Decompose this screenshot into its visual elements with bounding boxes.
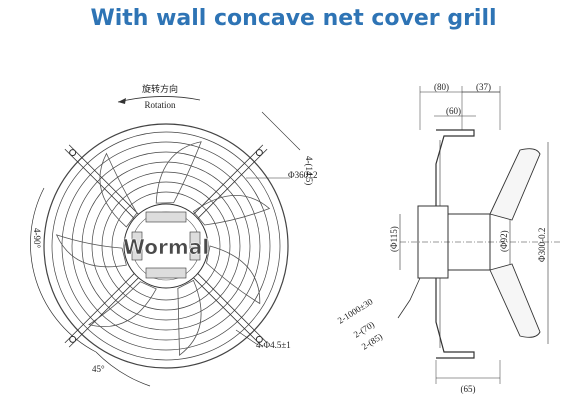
grill-ring: [71, 151, 261, 341]
dim-65: (65): [461, 384, 476, 394]
grill-ring: [43, 123, 289, 369]
grill-spoke: [68, 277, 139, 348]
angle-arc: [95, 351, 151, 387]
grill-spoke: [64, 148, 135, 219]
motor-hub: [123, 203, 209, 289]
dim-300: Φ300-0.2: [537, 228, 547, 262]
front-view: Wormal 旋转方向 Rotation 4-(14.5) Φ360±2 4-9…: [30, 83, 318, 387]
dim-pcd: 4-90°: [32, 228, 42, 248]
fan-blade: [99, 152, 138, 228]
brand-watermark: Wormal: [123, 235, 209, 259]
cable: [397, 277, 421, 319]
grill-ring: [51, 131, 281, 361]
fan-blade: [192, 194, 271, 226]
rotation-label-cn: 旋转方向: [142, 83, 178, 94]
dim-slot: 4-(14.5): [304, 156, 314, 185]
grill-rings: [43, 123, 289, 369]
rotation-label-en: Rotation: [145, 100, 176, 110]
blade-lower: [489, 263, 541, 338]
blade-upper: [489, 148, 541, 221]
grill-spoke: [197, 273, 268, 344]
dim-diameter: Φ360±2: [288, 170, 318, 180]
fan-blades: [55, 141, 271, 356]
grill-spoke: [64, 273, 135, 344]
side-view: (80) (37) (60) (Φ115) (Φ92) Φ300-0.2 2-1…: [336, 82, 560, 394]
fan-blade: [55, 234, 127, 268]
fan-blade: [206, 245, 261, 305]
page-title: With wall concave net cover grill: [90, 6, 497, 31]
dim-60: (60): [446, 106, 461, 116]
grill-spoke: [68, 144, 139, 215]
holes-leader: [235, 329, 259, 346]
grill-ring: [91, 171, 241, 321]
rotation-arrow-head: [118, 98, 126, 104]
grill-ring: [61, 141, 271, 351]
mount-hole: [255, 335, 263, 343]
rotation-arrow: [117, 96, 201, 103]
mount-hole: [69, 335, 77, 343]
grill-spoke: [193, 277, 264, 348]
dim-angle: 45°: [92, 364, 105, 374]
mount-hole: [69, 149, 77, 157]
fan-blade: [177, 279, 202, 356]
dim-37: (37): [476, 82, 491, 92]
dim-80: (80): [434, 82, 449, 92]
dim-92: (Φ92): [499, 230, 509, 252]
dim-holes: 4-Φ4.5±1: [256, 340, 291, 350]
fan-blade: [155, 141, 202, 204]
motor-ribs: [131, 211, 201, 279]
grill-ring: [111, 191, 221, 301]
grill-spoke: [193, 144, 264, 215]
fan-blade: [88, 281, 157, 328]
slot-leader: [261, 111, 301, 151]
grill-spokes: [64, 144, 268, 348]
grill-spoke: [197, 148, 268, 219]
grill-ring: [81, 161, 251, 331]
mount-hole: [255, 149, 263, 157]
dim-115: (Φ115): [389, 226, 399, 252]
